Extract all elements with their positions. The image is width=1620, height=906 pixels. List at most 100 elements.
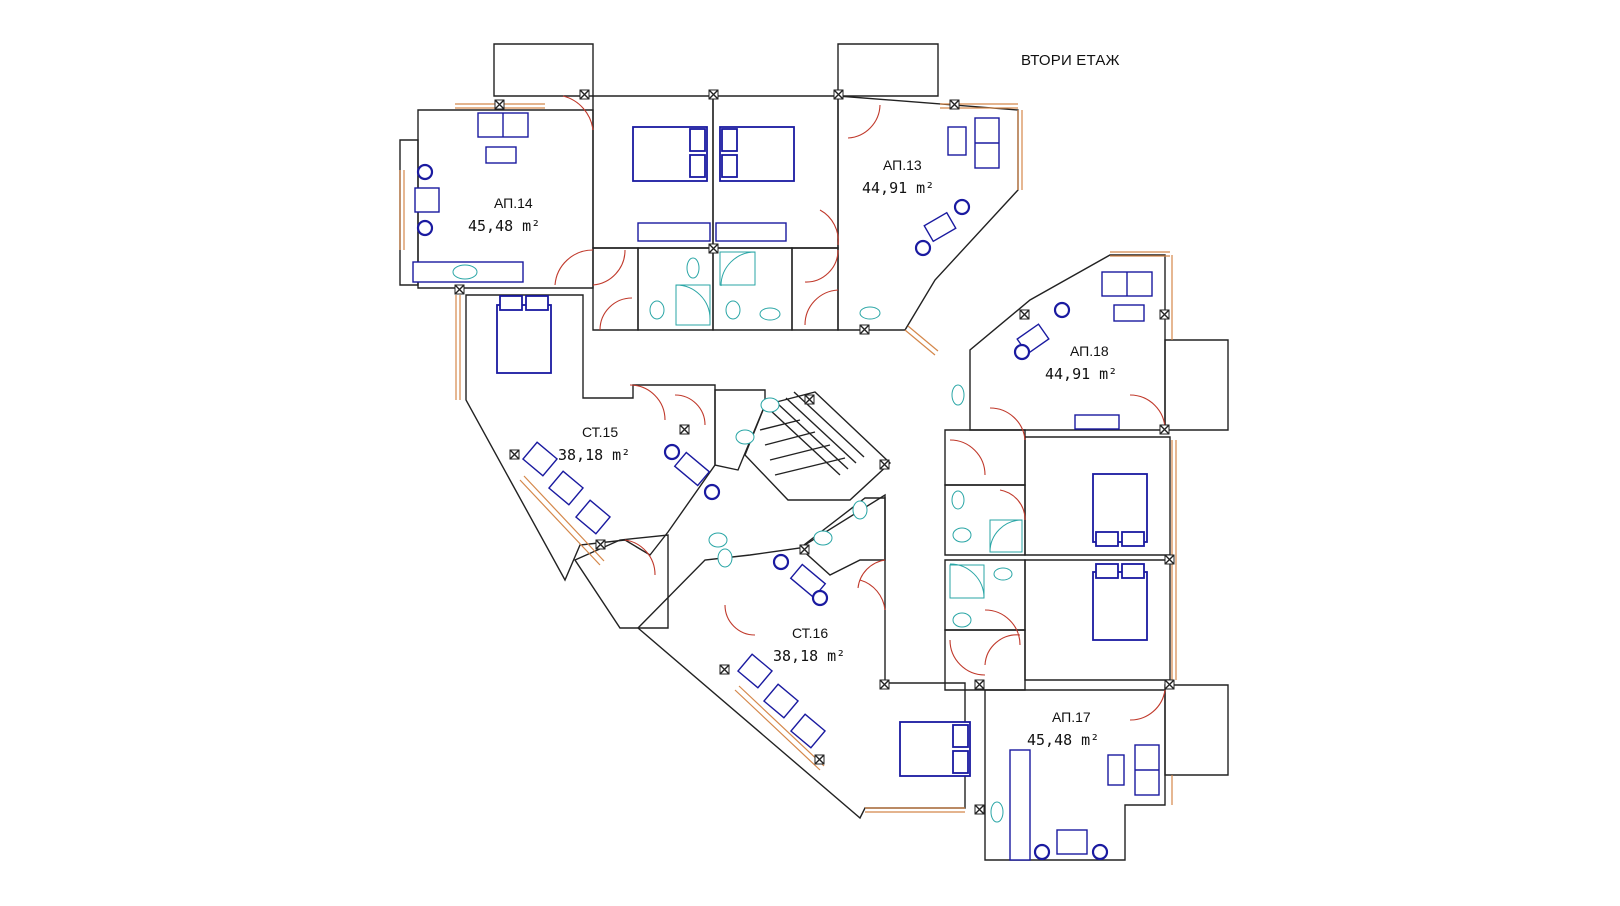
unit-name: АП.13 (883, 157, 922, 173)
unit-name: АП.18 (1070, 343, 1109, 359)
unit-name: АП.17 (1052, 709, 1091, 725)
unit-ap14[interactable] (399, 43, 714, 331)
ap13-balcony (837, 43, 939, 97)
column (494, 99, 505, 110)
unit-ap18[interactable] (944, 254, 1229, 556)
unit-area: 45,48 m² (468, 217, 540, 235)
table-icon (673, 451, 711, 487)
unit-area: 44,91 m² (862, 179, 934, 197)
shower-icon (989, 519, 1023, 553)
counter-icon (1074, 414, 1120, 430)
chair-icon (1091, 843, 1109, 861)
chair-icon (416, 219, 434, 237)
chair-icon (914, 239, 932, 257)
sink-icon (859, 306, 881, 320)
chairs (416, 163, 1109, 861)
bed-icon (719, 126, 795, 182)
chair-icon (1013, 343, 1031, 361)
toilet-icon (760, 397, 780, 413)
table-icon (947, 126, 967, 156)
column (1019, 309, 1030, 320)
staircase (744, 391, 892, 501)
chair-icon (663, 443, 681, 461)
column (1164, 554, 1175, 565)
armchair-icon (736, 653, 774, 689)
table-icon (1056, 829, 1088, 855)
ap18-balcony (1164, 339, 1229, 431)
beds (496, 126, 1148, 777)
bed-icon (1092, 563, 1148, 641)
table-icon (923, 211, 957, 243)
unit-area: 38,18 m² (558, 446, 630, 464)
armchair-icon (574, 499, 612, 535)
toilet-icon (725, 300, 741, 320)
armchair-icon (547, 470, 585, 506)
chair-icon (811, 589, 829, 607)
wardrobe-icon (637, 222, 711, 242)
chair-icon (1033, 843, 1051, 861)
column (454, 284, 465, 295)
table-icon (1113, 304, 1145, 322)
sink-icon (951, 384, 965, 406)
ap14-hall (592, 247, 639, 331)
ap17-balcony (1164, 684, 1229, 776)
column (859, 324, 870, 335)
chair-icon (1053, 301, 1071, 319)
toilet-icon (952, 527, 972, 543)
column (708, 89, 719, 100)
bed-icon (632, 126, 708, 182)
unit-area: 45,48 m² (1027, 731, 1099, 749)
column (509, 449, 520, 460)
doors (554, 95, 1166, 721)
unit-labels: АП.14 45,48 m² АП.13 44,91 m² АП.18 44,9… (468, 157, 1117, 749)
st16-bath (798, 497, 886, 576)
armchair-icon (521, 441, 559, 477)
table-icon (414, 187, 440, 213)
bed-icon (1092, 473, 1148, 547)
sink-icon (452, 264, 478, 280)
st15-entry (573, 534, 669, 629)
ap18-hall (944, 429, 1026, 486)
sink-icon (759, 307, 781, 321)
armchair-icon (762, 683, 800, 719)
furniture (412, 112, 1160, 861)
counter-icon (1009, 749, 1031, 861)
unit-area: 38,18 m² (773, 647, 845, 665)
column (719, 664, 730, 675)
column (1159, 309, 1170, 320)
unit-name: АП.14 (494, 195, 533, 211)
column (949, 99, 960, 110)
ap17-hall (944, 629, 1026, 691)
sink-icon (735, 429, 755, 445)
column (879, 459, 890, 470)
column (1159, 424, 1170, 435)
toilet-icon (952, 612, 972, 628)
table-icon (1107, 754, 1125, 786)
column (679, 424, 690, 435)
column (833, 89, 844, 100)
armchair-icon (789, 713, 827, 749)
column (579, 89, 590, 100)
wardrobe-icon (715, 222, 787, 242)
sink-icon (813, 530, 833, 546)
sink-icon (717, 548, 733, 568)
unit-area: 44,91 m² (1045, 365, 1117, 383)
floor-title: ВТОРИ ЕТАЖ (1021, 52, 1120, 69)
bed-icon (496, 295, 552, 374)
ap13-hall (791, 247, 839, 331)
table-icon (485, 146, 517, 164)
sink-icon (708, 532, 728, 548)
unit-name: СТ.16 (792, 625, 828, 641)
chair-icon (416, 163, 434, 181)
chair-icon (703, 483, 721, 501)
chair-icon (772, 553, 790, 571)
column (595, 539, 606, 550)
column (974, 804, 985, 815)
column (974, 679, 985, 690)
toilet-icon (852, 500, 868, 520)
shower-icon (675, 284, 711, 326)
column (879, 679, 890, 690)
unit-name: СТ.15 (582, 424, 618, 440)
column (804, 394, 815, 405)
